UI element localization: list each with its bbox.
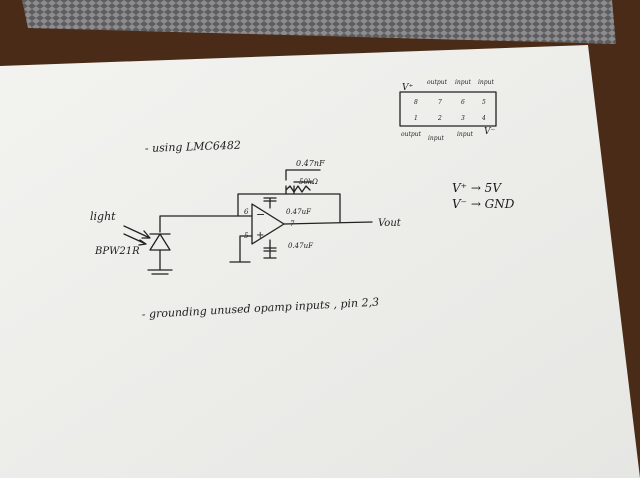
pin-7: 7 bbox=[438, 99, 442, 106]
label-light: light bbox=[90, 210, 116, 223]
pin-2: 2 bbox=[437, 115, 442, 122]
pin-4: 4 bbox=[481, 115, 486, 122]
pin-label-input-top-1: input bbox=[455, 79, 471, 86]
label-supply-cap-bottom: 0.47uF bbox=[288, 242, 314, 250]
opamp-plus-sign: + bbox=[256, 230, 264, 241]
label-pin-noninverting: 5 bbox=[244, 232, 249, 240]
pin-label-input-bottom-1: input bbox=[428, 135, 444, 142]
label-vout: Vout bbox=[378, 218, 402, 229]
note-using-part: - using LMC6482 bbox=[145, 139, 241, 155]
paper-sheet bbox=[0, 45, 640, 478]
pin-label-vplus: V⁺ bbox=[402, 83, 413, 93]
metal-mesh-object bbox=[22, 0, 616, 44]
pin-label-input-bottom-2: input bbox=[457, 131, 473, 138]
pin-label-output-bottom: output bbox=[401, 131, 422, 138]
pin-label-vminus: V⁻ bbox=[484, 127, 495, 137]
note-supply-minus: V⁻ → GND bbox=[452, 197, 515, 211]
label-photodiode-part: BPW21R bbox=[94, 246, 140, 257]
pinout-diagram: V⁺ output input input 8 7 6 5 1 2 3 4 ou… bbox=[399, 79, 497, 142]
pin-8: 8 bbox=[414, 99, 418, 106]
label-supply-cap-top: 0.47uF bbox=[286, 208, 312, 216]
pin-label-output-top: output bbox=[427, 79, 448, 86]
label-feedback-cap: 0.47nF bbox=[296, 159, 325, 168]
pin-5: 5 bbox=[482, 99, 486, 106]
label-pin-output: 7 bbox=[290, 220, 295, 228]
label-feedback-res: 50kΩ bbox=[299, 178, 318, 186]
note-supply-plus: V⁺ → 5V bbox=[452, 181, 502, 195]
opamp-minus-sign: − bbox=[256, 208, 265, 221]
pin-3: 3 bbox=[461, 115, 465, 122]
pin-6: 6 bbox=[461, 99, 465, 106]
pin-1: 1 bbox=[414, 115, 418, 122]
pin-label-input-top-2: input bbox=[478, 79, 494, 86]
label-pin-inverting: 6 bbox=[244, 208, 249, 216]
circuit-schematic: − + bbox=[123, 169, 373, 275]
opamp-symbol bbox=[251, 203, 285, 245]
